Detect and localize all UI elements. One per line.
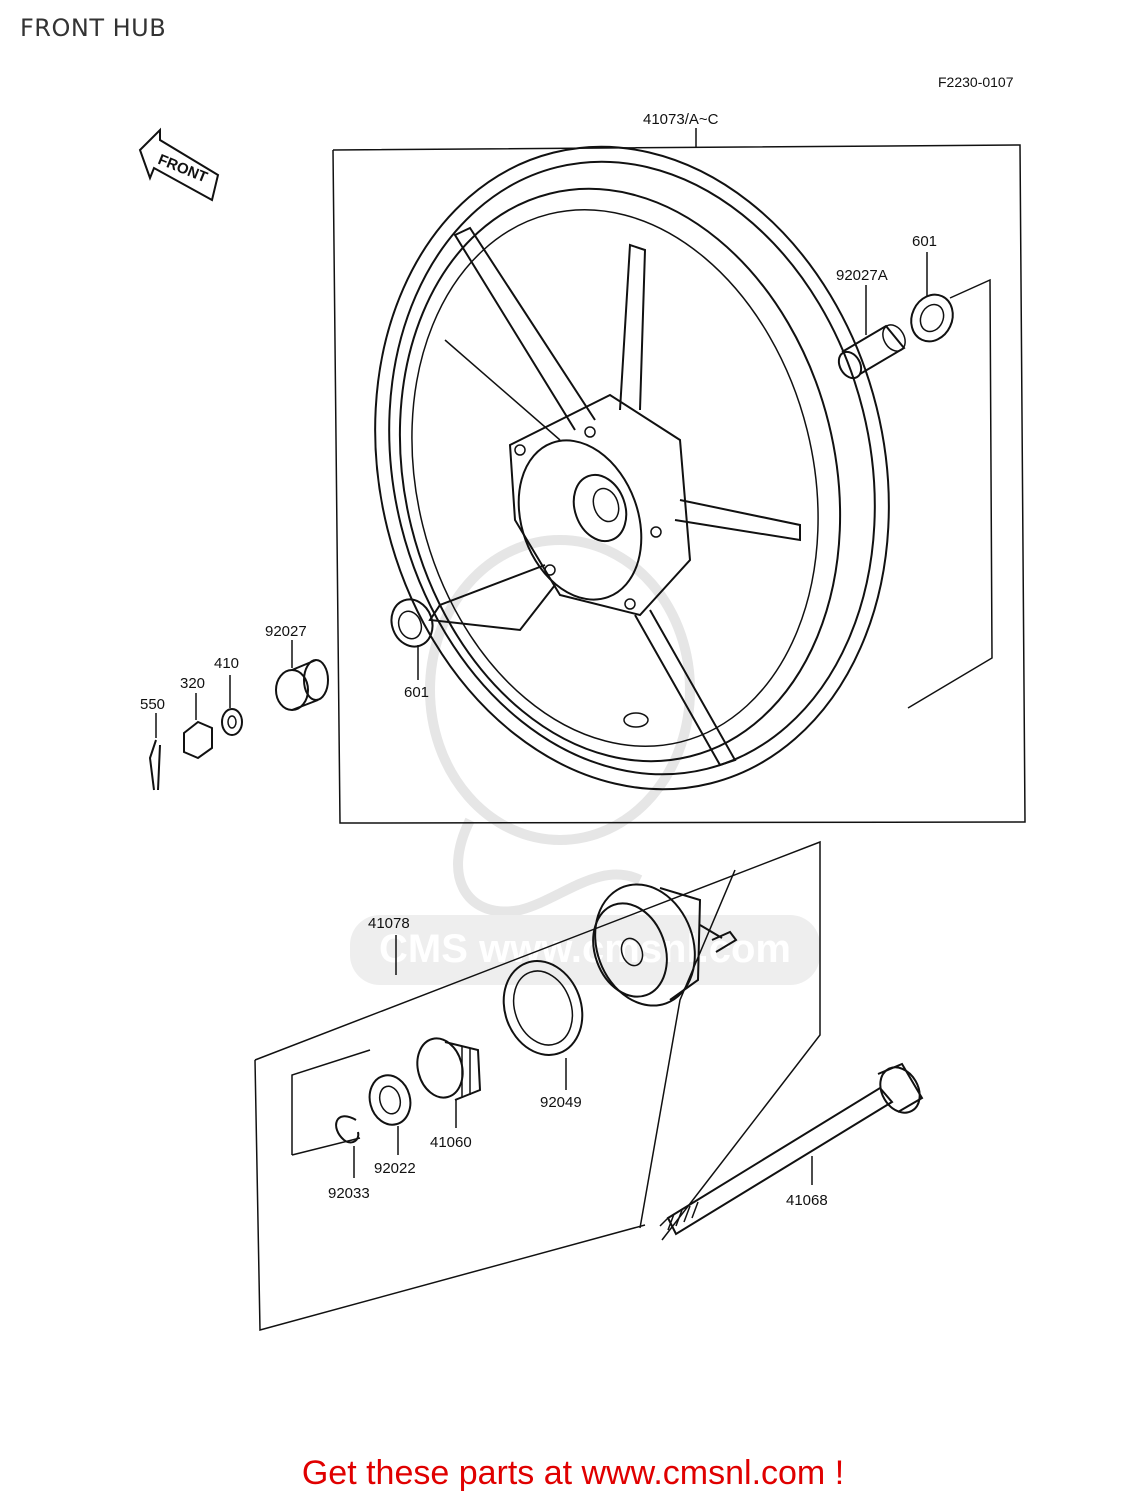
callout-41073: 41073/A~C: [643, 111, 719, 128]
callout-41068: 41068: [786, 1192, 828, 1209]
cotter-pin: [148, 739, 161, 791]
gear-housing-box: [254, 840, 821, 1241]
bearing-left: [390, 598, 434, 648]
callout-601-left: 601: [404, 684, 429, 701]
bearing-right: [910, 293, 954, 343]
sleeve-right: [837, 324, 906, 380]
callout-92049: 92049: [540, 1094, 582, 1111]
watermark-logo: CMS www.cmsnl.com: [350, 535, 820, 985]
callout-92027: 92027: [265, 623, 307, 640]
front-axle: [659, 1062, 924, 1236]
thrust-washer: [368, 1074, 412, 1126]
callout-601-right: 601: [912, 233, 937, 250]
seal: [502, 960, 584, 1056]
meter-gear: [416, 1037, 482, 1101]
callout-320: 320: [180, 675, 205, 692]
front-arrow-label: FRONT: [155, 151, 209, 186]
callout-410: 410: [214, 655, 239, 672]
watermark-text: CMS www.cmsnl.com: [379, 927, 791, 971]
circlip: [335, 1115, 360, 1144]
washer: [221, 708, 243, 736]
collar-left: [275, 659, 329, 711]
callout-550: 550: [140, 696, 165, 713]
wheel-hub: [508, 393, 692, 728]
callout-92033: 92033: [328, 1185, 370, 1202]
footer-link[interactable]: Get these parts at www.cmsnl.com !: [301, 1454, 845, 1492]
callout-92027A: 92027A: [836, 267, 888, 284]
page-title: FRONT HUB: [20, 14, 167, 42]
callout-92022: 92022: [374, 1160, 416, 1177]
wheel-assembly-box: [332, 144, 1026, 824]
wheel-rim: [374, 145, 890, 791]
wheel-spokes: [428, 226, 801, 767]
diagram-code: F2230-0107: [938, 74, 1014, 90]
front-arrow-icon: FRONT: [138, 127, 220, 202]
callout-41078: 41078: [368, 915, 410, 932]
callout-41060: 41060: [430, 1134, 472, 1151]
castle-nut: [183, 720, 213, 760]
